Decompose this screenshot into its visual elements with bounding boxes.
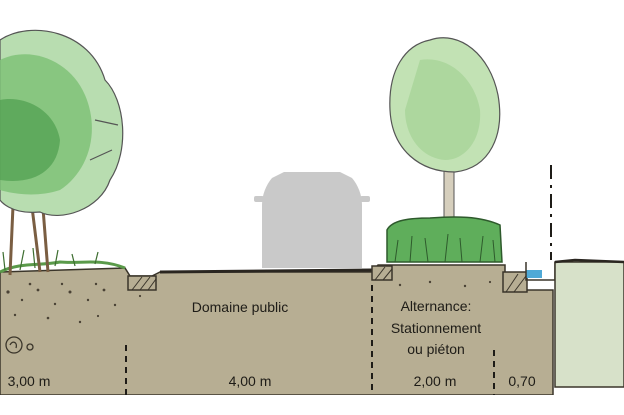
- small-tree: [389, 37, 501, 223]
- car-silhouette: [254, 172, 370, 268]
- soil-texture: [6, 280, 567, 324]
- large-tree: [0, 29, 124, 276]
- grass-blades: [2, 247, 99, 271]
- dimension-gutter: 0,70: [508, 373, 536, 389]
- zone-label-public-domain: Domaine public: [191, 299, 289, 315]
- dimension-parking: 2,00 m: [413, 373, 457, 389]
- gutter-water: [526, 270, 542, 278]
- rock-symbol: [5, 336, 34, 354]
- bottom-band: [0, 395, 624, 415]
- right-parcel: [554, 261, 624, 388]
- curb-middle-hatch: [374, 266, 393, 281]
- grass-strip: [0, 260, 126, 274]
- curb-right-hatch: [505, 273, 527, 293]
- zone-label-alternance-title: Alternance:: [400, 298, 472, 314]
- curb-right: [502, 271, 528, 293]
- dimension-road: 4,00 m: [228, 373, 272, 389]
- zone-label-alternance-parking: Stationnement: [390, 320, 482, 336]
- curb-left-hatch: [131, 276, 157, 291]
- dimension-left: 3,00 m: [7, 373, 51, 389]
- curb-middle: [371, 265, 393, 281]
- zone-label-alternance-pedestrian: ou piéton: [407, 341, 465, 357]
- road-surface: [159, 268, 373, 274]
- right-parcel-edge: [554, 258, 624, 264]
- hedge: [386, 216, 503, 263]
